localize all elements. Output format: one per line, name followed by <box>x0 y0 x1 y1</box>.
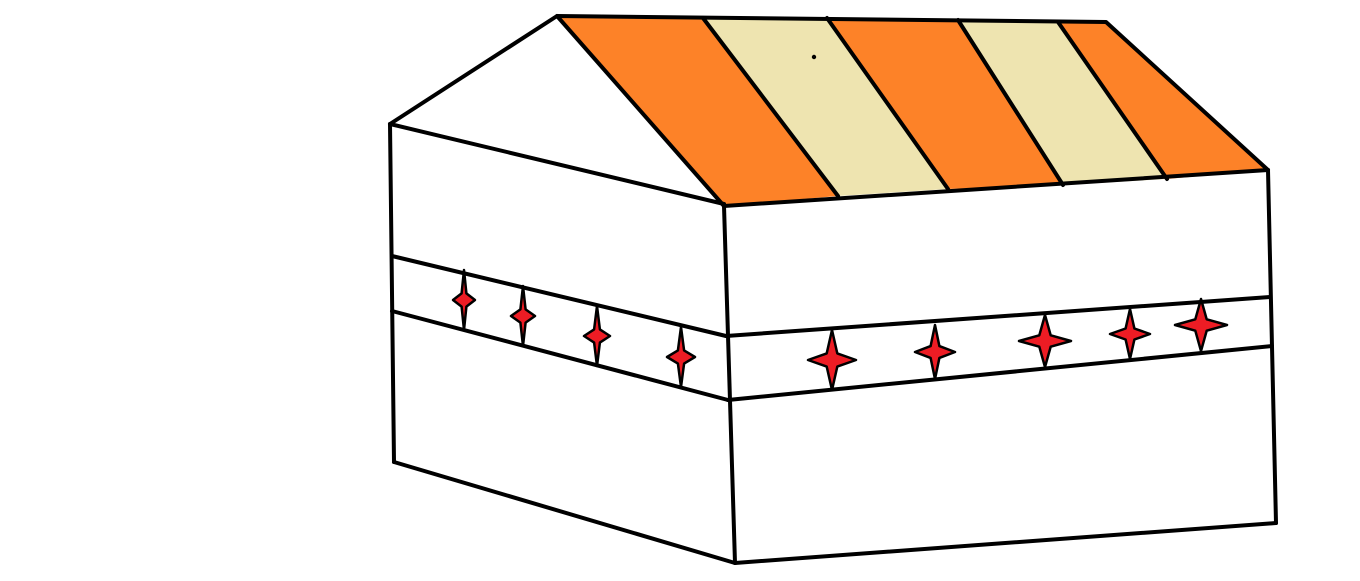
roof-stripe-orange <box>557 16 838 206</box>
red-sparkle-star <box>1017 313 1073 369</box>
roof-stripe-orange <box>827 18 1063 189</box>
red-sparkle-star <box>509 284 537 348</box>
red-sparkle-star <box>582 304 612 368</box>
red-sparkle-star <box>806 328 858 392</box>
gable-wall <box>390 16 735 563</box>
front-wall <box>724 170 1276 563</box>
red-sparkle-star <box>1173 297 1229 353</box>
house-outline <box>388 14 1278 565</box>
roof-stripe-orange <box>1058 22 1268 179</box>
roof <box>557 16 1268 206</box>
red-sparkle-star <box>451 268 477 332</box>
roof-dot <box>811 54 817 60</box>
red-sparkle-star <box>665 325 697 389</box>
red-sparkle-star <box>913 323 957 381</box>
side-band-sparkles <box>451 268 697 389</box>
red-sparkle-star <box>1108 307 1152 361</box>
roof-stripe-cream <box>958 20 1167 185</box>
front-band-sparkles <box>806 297 1229 392</box>
roof-stripe-cream <box>703 18 948 196</box>
